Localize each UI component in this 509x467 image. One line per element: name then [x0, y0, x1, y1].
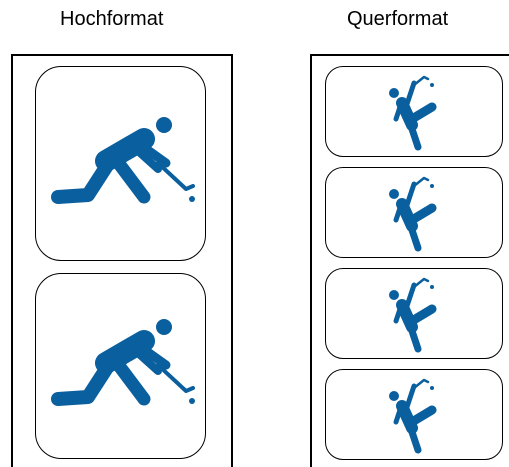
field-hockey-player-icon: [389, 277, 437, 352]
portrait-card: [35, 273, 206, 459]
field-hockey-player-icon: [389, 176, 437, 251]
field-hockey-player-icon: [389, 75, 437, 150]
portrait-column: [11, 54, 233, 467]
landscape-card: [325, 167, 503, 258]
landscape-card: [325, 369, 503, 460]
landscape-card: [325, 66, 503, 157]
field-hockey-player-icon: [50, 116, 195, 204]
landscape-title: Querformat: [347, 8, 449, 30]
field-hockey-player-icon: [50, 319, 195, 406]
landscape-column: [310, 54, 509, 467]
field-hockey-player-icon: [389, 378, 437, 453]
portrait-title: Hochformat: [60, 8, 164, 30]
portrait-card: [35, 66, 206, 261]
landscape-card: [325, 268, 503, 359]
